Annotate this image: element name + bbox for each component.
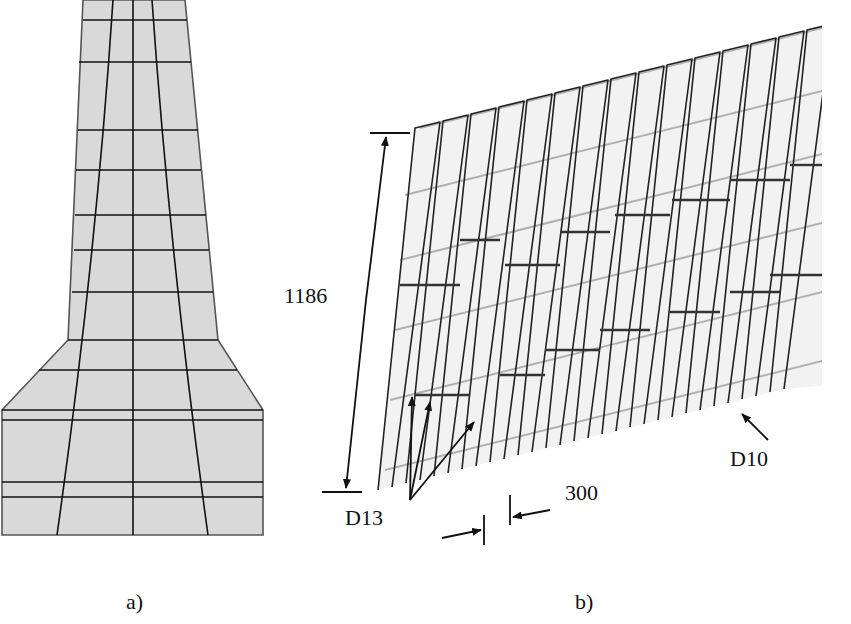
pier-mesh <box>2 0 263 535</box>
panel-label: b) <box>573 590 595 614</box>
panel-label: a) <box>124 590 145 614</box>
bar-label: D13 <box>343 506 385 530</box>
dimension-label: 300 <box>563 481 600 505</box>
bar-label: D10 <box>728 447 770 471</box>
rebar-cage <box>378 24 822 490</box>
dimension-label: 1186 <box>282 284 329 308</box>
dimension-lines <box>322 133 768 545</box>
